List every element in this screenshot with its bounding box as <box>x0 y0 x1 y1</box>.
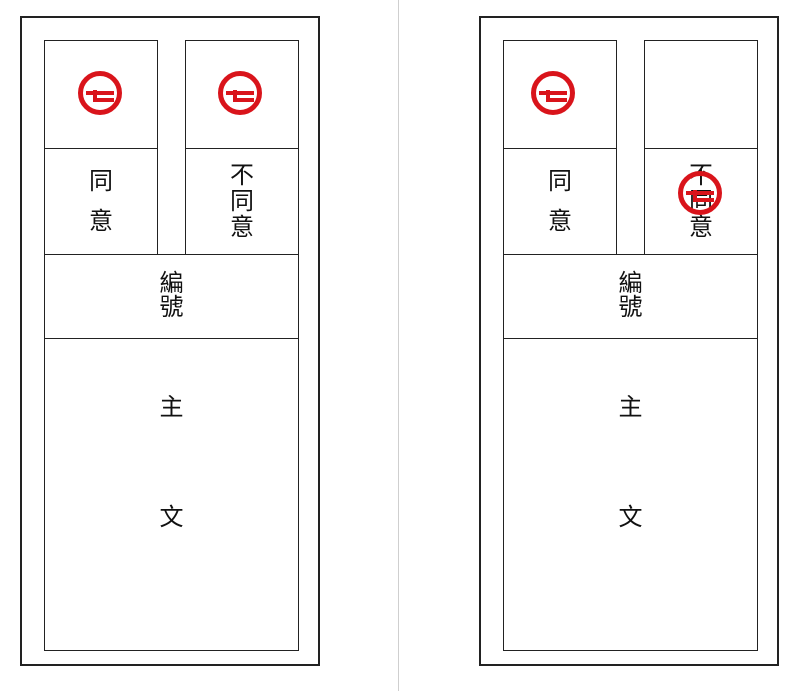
ballot-example-stamp-on-label: 同 意 不 同 意 編 號 主 文 <box>479 16 779 666</box>
number-label-char: 編 <box>618 269 643 297</box>
agree-stamp-box[interactable] <box>44 40 158 150</box>
disagree-label-cell: 不 同 意 <box>185 148 299 256</box>
main-label-char: 主 <box>159 393 184 421</box>
agree-label-cell: 同 意 <box>503 148 617 256</box>
vote-stamp-icon <box>218 71 262 115</box>
vote-stamp-icon <box>531 71 575 115</box>
disagree-stamp-box[interactable] <box>644 40 758 150</box>
number-label-char: 號 <box>159 293 184 321</box>
agree-label-char: 意 <box>89 207 113 235</box>
agree-label-cell: 同 意 <box>44 148 158 256</box>
number-label-char: 號 <box>618 293 643 321</box>
main-label-char: 文 <box>159 503 184 531</box>
agree-label-char: 同 <box>548 167 572 195</box>
vote-stamp-icon <box>78 71 122 115</box>
disagree-label-char: 意 <box>230 213 254 241</box>
agree-label-char: 意 <box>548 207 572 235</box>
disagree-label-char: 不 <box>230 161 254 189</box>
disagree-label-char: 意 <box>689 213 713 241</box>
main-label-char: 主 <box>618 393 643 421</box>
page-divider <box>398 0 399 691</box>
number-cell: 編 號 <box>44 254 299 340</box>
number-cell: 編 號 <box>503 254 758 340</box>
number-label-char: 編 <box>159 269 184 297</box>
vote-stamp-icon <box>678 171 722 215</box>
disagree-label-char: 同 <box>230 187 254 215</box>
main-label-char: 文 <box>618 503 643 531</box>
ballot-example-correct: 同 意 不 同 意 編 號 主 文 <box>20 16 320 666</box>
disagree-label-cell: 不 同 意 <box>644 148 758 256</box>
agree-stamp-box[interactable] <box>503 40 617 150</box>
main-text-cell: 主 文 <box>44 338 299 651</box>
main-text-cell: 主 文 <box>503 338 758 651</box>
agree-label-char: 同 <box>89 167 113 195</box>
disagree-stamp-box[interactable] <box>185 40 299 150</box>
